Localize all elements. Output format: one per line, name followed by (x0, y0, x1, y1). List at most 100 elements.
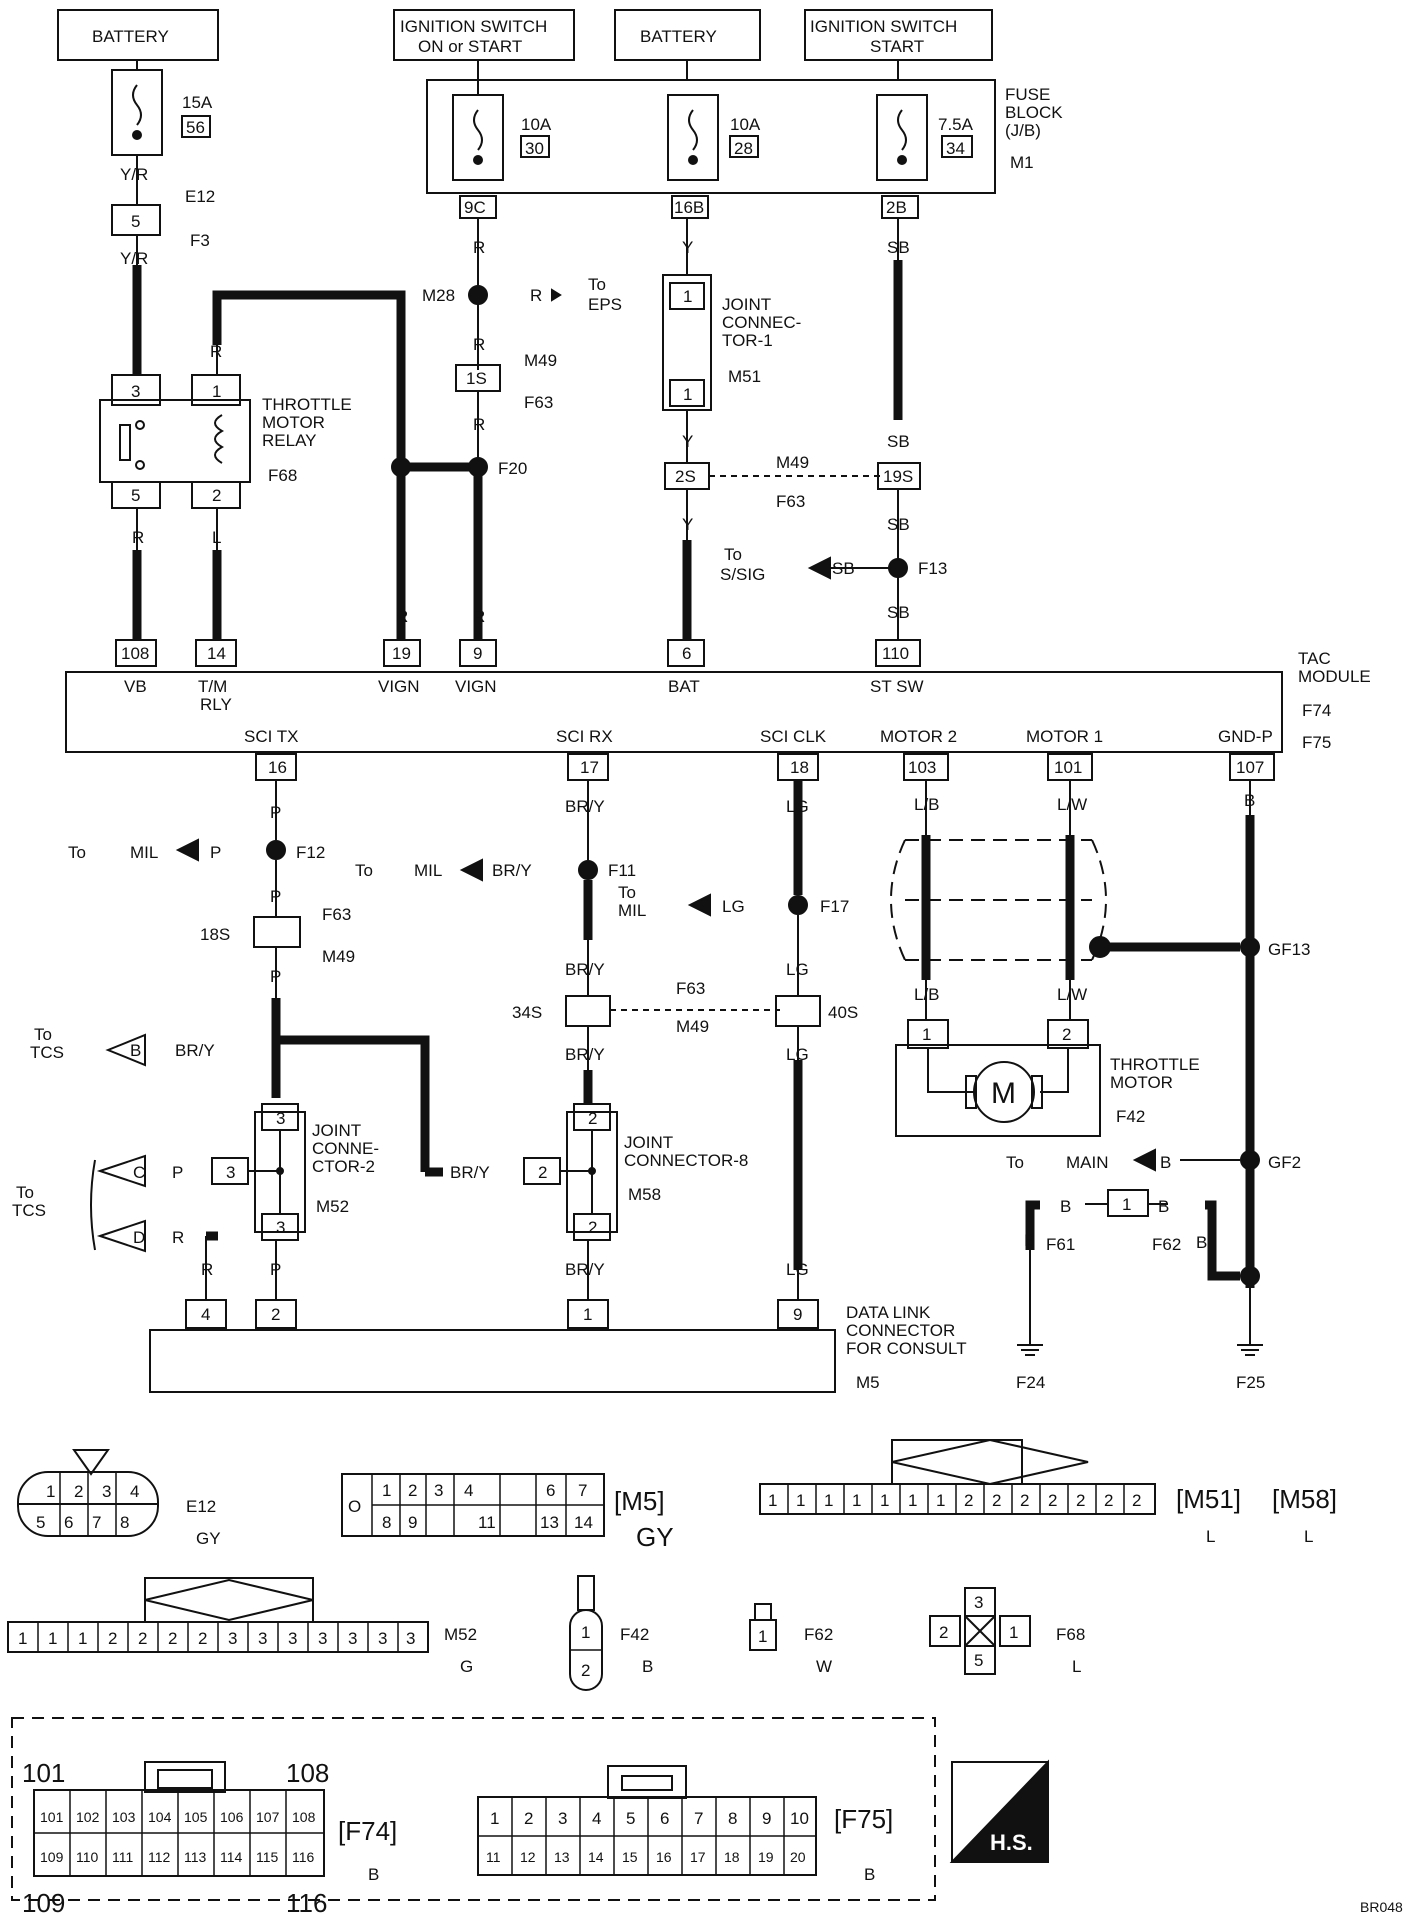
f62-name: F62 (804, 1625, 833, 1644)
conn-f75: F75 (1302, 733, 1331, 752)
pin-9a: 9 (473, 644, 482, 663)
wire-b-d: B (1158, 1197, 1169, 1216)
data-link-connector (149, 1329, 836, 1393)
pin-103: 103 (908, 758, 936, 777)
wire-sb-a: SB (887, 238, 910, 257)
f75-r2-1: 12 (520, 1849, 536, 1865)
pin-34s: 34S (512, 1003, 542, 1022)
wire-bry-g: BR/Y (565, 1260, 605, 1279)
m52-c11: 3 (348, 1629, 357, 1648)
mod-gndp: GND-P (1218, 727, 1273, 746)
f74-r2-4: 113 (184, 1849, 207, 1865)
f75-r2-9: 20 (790, 1849, 806, 1865)
fuse-block-line1: FUSE (1005, 85, 1050, 104)
conn-m49-a: M49 (524, 351, 557, 370)
f74-r2-1: 110 (76, 1849, 99, 1865)
m52-c13: 3 (406, 1629, 415, 1648)
pin-2b: 2 (588, 1109, 597, 1128)
to-mil-1: MIL (130, 843, 158, 862)
fuse-num-1: 56 (186, 118, 205, 137)
mod-motor1: MOTOR 1 (1026, 727, 1103, 746)
m51-name: [M51] (1176, 1484, 1241, 1514)
to-eps-to: To (588, 275, 606, 294)
pin-3b: 3 (276, 1109, 285, 1128)
f75-r2-4: 15 (622, 1849, 638, 1865)
m5-t7: 7 (578, 1481, 587, 1500)
wire-r-e: R (473, 335, 485, 354)
wire-lb-b: L/B (914, 985, 940, 1004)
pin-3d: 3 (276, 1218, 285, 1237)
f74-r1-2: 103 (112, 1809, 136, 1825)
fuse-15a (111, 69, 163, 156)
f74-r2-3: 112 (148, 1849, 171, 1865)
m51-c13: 2 (1132, 1491, 1141, 1510)
tac-module (65, 671, 1283, 753)
f75-r1-0: 1 (490, 1809, 499, 1828)
m52-c8: 3 (258, 1629, 267, 1648)
wire-bry-f: BR/Y (565, 1045, 605, 1064)
joint1-line1: JOINT (722, 295, 771, 314)
conn-m5: M5 (856, 1373, 880, 1392)
term-16b: 16B (674, 198, 704, 217)
conn-f74: F74 (1302, 701, 1331, 720)
pin-17: 17 (580, 758, 599, 777)
to-mil-1-to: To (68, 843, 86, 862)
wire-p-f: P (270, 1260, 281, 1279)
e12-c8: 8 (120, 1513, 129, 1532)
e12-c3: 3 (102, 1482, 111, 1501)
m51-c12: 2 (1104, 1491, 1113, 1510)
mod-vb: VB (124, 677, 147, 696)
pin-19: 19 (392, 644, 411, 663)
junc-m28: M28 (422, 286, 455, 305)
tcs-arrow-b: B (130, 1041, 141, 1060)
wire-p-e: P (172, 1163, 183, 1182)
f74-color: B (368, 1865, 379, 1884)
dlc-line1: DATA LINK (846, 1303, 931, 1322)
wire-b-a: B (1244, 791, 1255, 810)
f74-r2-5: 114 (220, 1849, 243, 1865)
f74-tr: 108 (286, 1758, 329, 1788)
f74-r1-1: 102 (76, 1809, 100, 1825)
junc-f17: F17 (820, 897, 849, 916)
mod-scirx: SCI RX (556, 727, 613, 746)
m52-c7: 3 (228, 1629, 237, 1648)
to-mil-2: MIL (414, 861, 442, 880)
m52-c1: 1 (48, 1629, 57, 1648)
f68-top: 3 (974, 1593, 983, 1612)
f42-color: B (642, 1657, 653, 1676)
m52-c4: 2 (138, 1629, 147, 1648)
wire-lb-a: L/B (914, 795, 940, 814)
f75-r1-9: 10 (790, 1809, 809, 1828)
pin-19s: 19S (883, 467, 913, 486)
wire-y-b: Y (682, 432, 693, 451)
ign-on-start-line2: ON or START (418, 37, 522, 56)
m51-c10: 2 (1048, 1491, 1057, 1510)
wire-p-c: P (270, 887, 281, 906)
m5-b8: 8 (382, 1513, 391, 1532)
wire-r-j: R (201, 1260, 213, 1279)
joint2-line3: CTOR-2 (312, 1157, 375, 1176)
junc-f13: F13 (918, 559, 947, 578)
pin-1b: 1 (683, 287, 692, 306)
conn-m49-d: M49 (676, 1017, 709, 1036)
f74-r2-6: 115 (256, 1849, 279, 1865)
throttle-motor-relay (99, 399, 251, 483)
fuse-amp-3: 10A (730, 115, 761, 134)
f74-r1-6: 107 (256, 1809, 280, 1825)
wire-r-a: R (210, 342, 222, 361)
m58-name: [M58] (1272, 1484, 1337, 1514)
pin-2f: 2 (1062, 1025, 1071, 1044)
wire-y-c: Y (682, 515, 693, 534)
wire-r-f: R (473, 415, 485, 434)
pin-1e: 1 (922, 1025, 931, 1044)
f75-r2-5: 16 (656, 1849, 672, 1865)
m5-t6: 6 (546, 1481, 555, 1500)
fuse-amp-4: 7.5A (938, 115, 974, 134)
wire-sb-c: SB (887, 515, 910, 534)
conn-f63-b: F63 (776, 492, 805, 511)
pin-40s: 40S (828, 1003, 858, 1022)
fuse-block-line3: (J/B) (1005, 121, 1041, 140)
to-eps: EPS (588, 295, 622, 314)
conn-f63-a: F63 (524, 393, 553, 412)
conn-m49-c: M49 (322, 947, 355, 966)
